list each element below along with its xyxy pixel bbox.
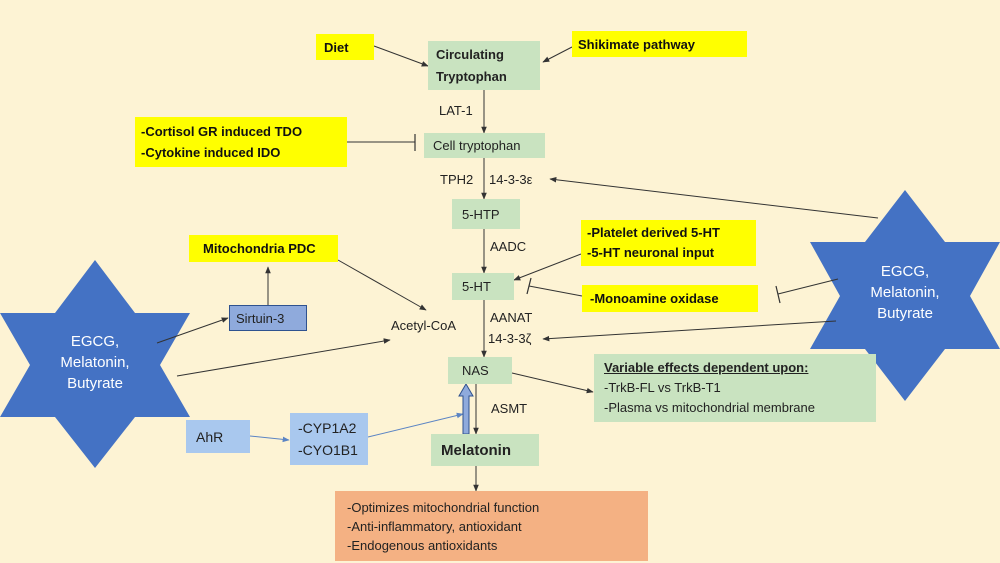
outcome-item-2: -Anti-inflammatory, antioxidant (347, 518, 522, 534)
platelet-label: -Platelet derived 5-HT (587, 225, 720, 240)
melatonin-label: Melatonin (441, 441, 511, 459)
sirtuin3-box: Sirtuin-3 (229, 305, 307, 331)
14-3-3-epsilon-label: 14-3-3ε (489, 172, 533, 187)
cyp1a2-label: -CYP1A2 (298, 420, 357, 436)
diet-label: Diet (324, 39, 349, 55)
tryptophan-label: Tryptophan (436, 68, 507, 84)
mitochondria-pdc-label: Mitochondria PDC (203, 241, 316, 256)
variable-effects-heading: Variable effects dependent upon: (604, 360, 809, 375)
variable-effects-box: Variable effects dependent upon: -TrkB-F… (594, 354, 876, 422)
shikimate-label: Shikimate pathway (578, 36, 696, 52)
aanat-label: AANAT (490, 310, 533, 325)
14-3-3-zeta-label: 14-3-3ζ (488, 331, 532, 346)
5htp-label: 5-HTP (462, 206, 500, 222)
sirtuin3-label: Sirtuin-3 (236, 310, 285, 326)
aadc-label: AADC (490, 239, 527, 254)
star-left-line-1: EGCG, (70, 333, 120, 350)
outcome-item-3: -Endogenous antioxidants (347, 537, 498, 553)
cyp-box: -CYP1A2 -CYO1B1 (290, 413, 368, 465)
melatonin-box: Melatonin (431, 434, 539, 466)
cortisol-label: -Cortisol GR induced TDO (141, 124, 303, 139)
mitochondria-pdc-box: Mitochondria PDC (189, 235, 338, 262)
star-left-line-3: Butyrate (67, 375, 123, 392)
star-left-shape (0, 260, 190, 468)
star-left-line-2: Melatonin, (60, 354, 130, 371)
star-right-line-3: Butyrate (877, 305, 933, 322)
asmt-label: ASMT (491, 401, 528, 416)
star-right-line-2: Melatonin, (870, 284, 940, 301)
5ht-label: 5-HT (462, 279, 491, 294)
variable-effects-item-1: -TrkB-FL vs TrkB-T1 (604, 380, 721, 395)
diet-box: Diet (316, 34, 374, 60)
mao-label: -Monoamine oxidase (590, 291, 719, 306)
star-right-line-1: EGCG, (880, 263, 930, 280)
outcomes-box: -Optimizes mitochondrial function -Anti-… (335, 491, 648, 561)
star-right-label: EGCG, Melatonin, Butyrate (850, 261, 960, 324)
nas-label: NAS (462, 363, 489, 378)
lat1-label: LAT-1 (439, 103, 473, 118)
cell-tryptophan-box: Cell tryptophan (424, 133, 545, 158)
star-right-shape (810, 190, 1000, 401)
nas-box: NAS (448, 357, 512, 384)
acetyl-coa-label: Acetyl-CoA (391, 318, 457, 333)
tdo-ido-box: -Cortisol GR induced TDO -Cytokine induc… (135, 117, 347, 167)
neuronal-label: -5-HT neuronal input (587, 245, 715, 260)
circulating-label: Circulating (436, 46, 504, 62)
outcome-item-1: -Optimizes mitochondrial function (347, 499, 540, 515)
circulating-tryptophan-box: Circulating Tryptophan (428, 41, 540, 90)
5ht-box: 5-HT (452, 273, 514, 300)
ahr-box: AhR (186, 420, 250, 453)
tph2-label: TPH2 (440, 172, 474, 187)
serotonin-sources-box: -Platelet derived 5-HT -5-HT neuronal in… (581, 220, 756, 266)
variable-effects-item-2: -Plasma vs mitochondrial membrane (604, 400, 815, 415)
mao-box: -Monoamine oxidase (582, 285, 758, 312)
cell-tryptophan-label: Cell tryptophan (433, 138, 521, 153)
shikimate-box: Shikimate pathway (572, 31, 747, 57)
5htp-box: 5-HTP (452, 199, 520, 229)
cyo1b1-label: -CYO1B1 (298, 442, 358, 458)
star-left-label: EGCG, Melatonin, Butyrate (40, 331, 150, 394)
cytokine-label: -Cytokine induced IDO (141, 145, 281, 160)
ahr-label: AhR (196, 428, 224, 445)
